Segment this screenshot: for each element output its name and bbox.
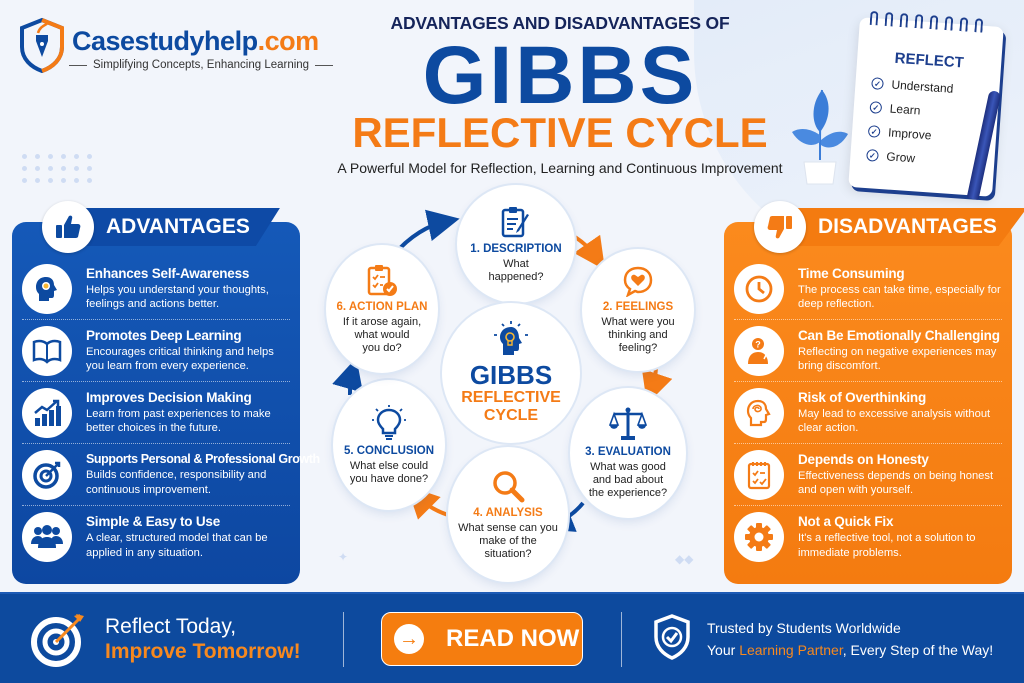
growth-chart-icon (22, 387, 72, 438)
speech-heart-icon (623, 266, 653, 297)
decorative-dots (22, 154, 93, 183)
clipboard-pen-icon (501, 206, 529, 237)
person-question-icon: ? (734, 325, 784, 376)
thumbs-down-icon (754, 201, 806, 253)
check-circle-icon: ✓ (869, 101, 883, 114)
cycle-center: GIBBS REFLECTIVE CYCLE (442, 303, 580, 443)
shield-check-icon (654, 614, 690, 660)
page-subtitle: REFLECTIVE CYCLE (352, 109, 768, 156)
page-title: GIBBS (422, 30, 698, 121)
clock-icon (734, 263, 784, 314)
head-lightbulb-icon (494, 321, 528, 355)
check-circle-icon: ✓ (867, 125, 881, 138)
pretitle: ADVANTAGES AND DISADVANTAGES OF (390, 13, 730, 33)
gear-icon (734, 512, 784, 562)
notepad-title: REFLECT (894, 49, 965, 72)
brand-name: Casestudyhelp.com (72, 26, 319, 56)
page-tagline: A Powerful Model for Reflection, Learnin… (337, 160, 783, 176)
plant-icon (792, 89, 848, 185)
pen-shield-icon (20, 17, 64, 73)
people-icon (22, 512, 72, 562)
arrow-4-to-5 (406, 485, 449, 520)
sparkle-icon: ◆◆ (675, 552, 694, 566)
brand-logo[interactable]: Casestudyhelp.com Simplifying Concepts, … (18, 17, 334, 73)
checklist-icon (734, 449, 784, 500)
arrow-right-icon: → (394, 624, 424, 654)
head-lightbulb-icon (22, 263, 72, 314)
divider (621, 612, 622, 667)
check-circle-icon: ✓ (871, 77, 884, 90)
thumbs-up-icon (42, 201, 94, 253)
notepad-item: ✓Improve (867, 124, 951, 144)
svg-text:?: ? (755, 339, 761, 349)
arrow-5-to-6 (332, 357, 363, 396)
read-now-button[interactable]: → READ NOW (381, 612, 583, 666)
magnifier-icon (493, 470, 525, 502)
brand-tagline: Simplifying Concepts, Enhancing Learning (69, 59, 334, 71)
open-book-icon (22, 325, 72, 376)
checklist-check-icon (367, 265, 397, 296)
stage-action-plan: 6. ACTION PLAN If it arose again,what wo… (326, 245, 438, 373)
head-tangle-icon (734, 387, 784, 438)
lightbulb-icon (372, 404, 406, 440)
divider (343, 612, 344, 667)
notepad-item: ✓Grow (866, 148, 949, 168)
footer-slogan: Reflect Today, Improve Tomorrow! (105, 615, 301, 663)
scales-icon (609, 407, 647, 440)
footer-trust-text: Trusted by Students Worldwide Your Learn… (707, 620, 994, 658)
advantages-heading: ADVANTAGES (80, 208, 280, 246)
target-arrow-icon (31, 614, 84, 667)
notepad-item: ✓Understand (871, 76, 954, 96)
target-icon (22, 449, 72, 500)
check-circle-icon: ✓ (866, 148, 879, 162)
disadvantages-heading: DISADVANTAGES (792, 208, 1024, 246)
footer-bar: Reflect Today, Improve Tomorrow! → READ … (0, 592, 1024, 683)
notepad-item: ✓Learn (869, 100, 952, 120)
sparkle-icon: ✦ (338, 550, 349, 564)
